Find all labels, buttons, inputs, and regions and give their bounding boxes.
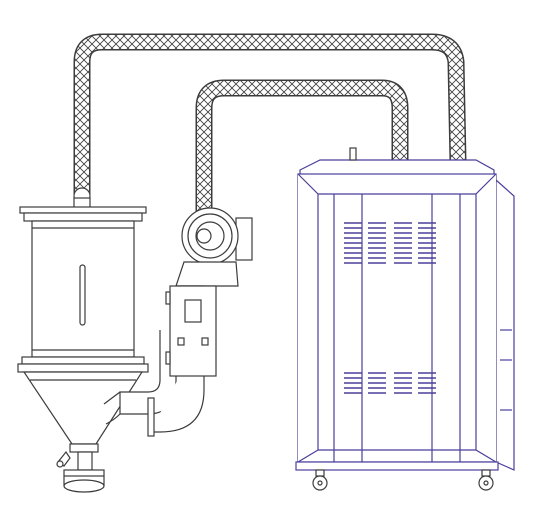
vent-louvres-lower [344,372,436,394]
feed-hose [73,33,467,209]
return-hose [195,79,409,232]
caster-left [312,469,328,491]
blower-motor [175,207,253,287]
switch-right [201,337,209,346]
sight-glass [79,264,86,326]
control-box [165,285,217,377]
hopper-dryer [17,206,149,493]
vent-louvres-upper [344,222,436,264]
switch-left [177,337,185,346]
dehumidifier-cabinet [295,147,515,471]
display-panel [184,299,202,323]
caster-right [478,469,494,491]
